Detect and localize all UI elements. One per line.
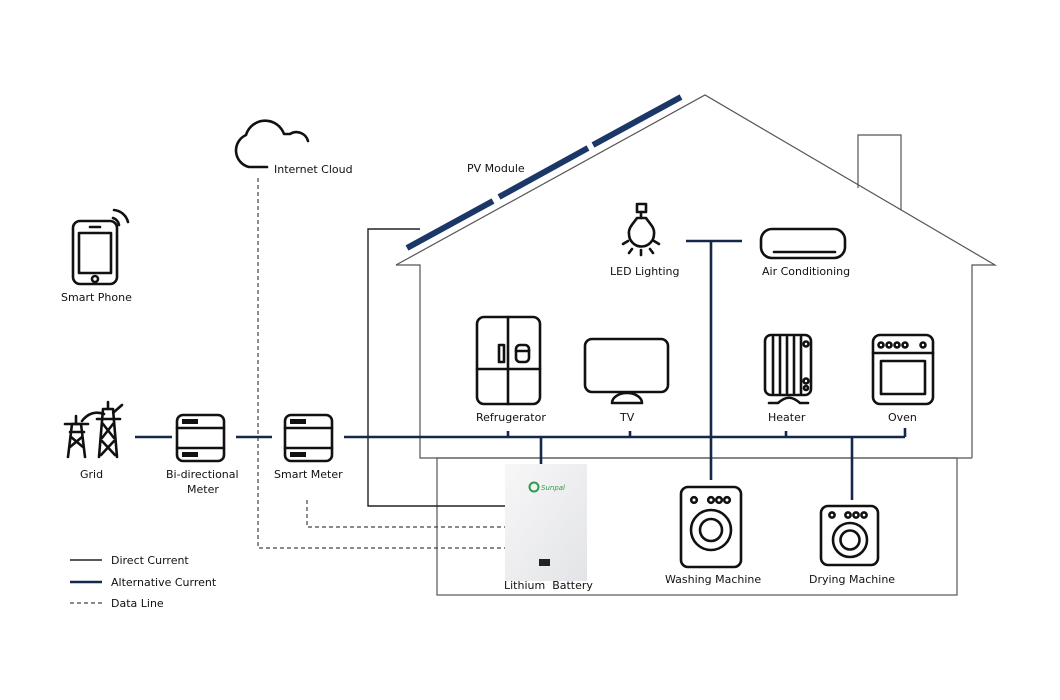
legend-label: Alternative Current — [111, 576, 217, 589]
tv-icon — [583, 337, 670, 405]
bidirectional-meter-label-line1: Bi-directional — [166, 468, 239, 481]
bidirectional-meter: Bi-directional Meter — [166, 413, 239, 496]
oven-icon — [871, 333, 935, 406]
ac-wiring — [135, 239, 907, 500]
lithium-battery: Sunpal Lithium Battery — [504, 464, 593, 592]
chimney — [857, 134, 902, 210]
cloud-icon — [234, 119, 310, 169]
power-tower-icon — [63, 400, 124, 459]
legend-item-data-line: Data Line — [70, 597, 164, 610]
battery-display — [539, 559, 550, 566]
grid: Grid — [63, 400, 124, 481]
smart-meter-label: Smart Meter — [274, 468, 343, 481]
drying-machine: Drying Machine — [809, 504, 895, 586]
legend-label: Direct Current — [111, 554, 189, 567]
pv-panel — [497, 145, 590, 200]
washing-machine-label: Washing Machine — [665, 573, 761, 586]
air-conditioning-label: Air Conditioning — [762, 265, 850, 278]
legend-item-alternative-current: Alternative Current — [70, 576, 217, 589]
dc-line-pv-to-battery — [367, 228, 505, 507]
smart-meter: Smart Meter — [274, 413, 343, 481]
battery-brand: Sunpal — [541, 484, 565, 492]
smart-phone-label: Smart Phone — [61, 291, 132, 304]
pv-panel — [591, 94, 683, 148]
internet-cloud-label: Internet Cloud — [274, 163, 353, 176]
washing-machine-icon — [679, 485, 743, 569]
tv-label: TV — [619, 411, 635, 424]
led-lighting-label: LED Lighting — [610, 265, 680, 278]
heater: Heater — [763, 333, 813, 424]
light-bulb-icon — [621, 202, 661, 257]
oven-label: Oven — [888, 411, 917, 424]
dryer-icon — [819, 504, 880, 567]
led-lighting: LED Lighting — [610, 202, 680, 278]
bidirectional-meter-label-line2: Meter — [187, 483, 219, 496]
legend-label: Data Line — [111, 597, 164, 610]
refrigerator-icon — [475, 315, 542, 406]
smart-phone: Smart Phone — [61, 208, 132, 304]
smart-phone-icon — [71, 219, 119, 286]
refrigerator: Refrugerator — [475, 315, 546, 424]
grid-label: Grid — [80, 468, 103, 481]
legend-item-direct-current: Direct Current — [70, 554, 189, 567]
meter-icon — [283, 413, 334, 463]
lithium-battery-label: Lithium Battery — [504, 579, 593, 592]
pv-panel — [405, 198, 495, 251]
radiator-heater-icon — [763, 333, 813, 405]
meter-icon — [175, 413, 226, 463]
legend: Direct Current Alternative Current Data … — [70, 554, 217, 610]
air-conditioner-icon — [759, 227, 847, 260]
pv-module-label: PV Module — [467, 162, 525, 175]
washing-machine: Washing Machine — [665, 485, 761, 586]
tv: TV — [583, 337, 670, 424]
air-conditioning: Air Conditioning — [759, 227, 850, 278]
refrigerator-label: Refrugerator — [476, 411, 546, 424]
sunpal-logo-icon — [528, 481, 540, 493]
data-line-cloud-to-battery — [257, 178, 505, 549]
drying-machine-label: Drying Machine — [809, 573, 895, 586]
oven: Oven — [871, 333, 935, 424]
pv-module-array: PV Module — [405, 94, 683, 251]
internet-cloud: Internet Cloud — [234, 119, 353, 176]
wifi-signal-icon — [111, 216, 121, 227]
heater-label: Heater — [768, 411, 806, 424]
data-line-meter-to-battery — [306, 500, 505, 528]
